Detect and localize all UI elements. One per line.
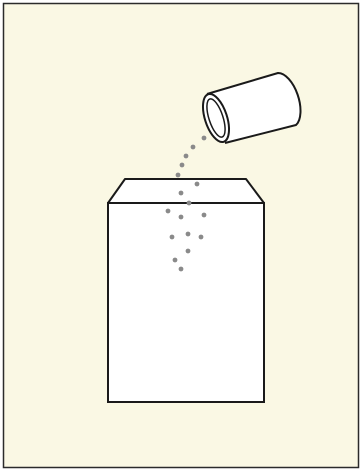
bag-opening: [108, 179, 264, 203]
powder-grain: [176, 173, 181, 178]
powder-grain: [166, 209, 171, 214]
powder-grain: [179, 267, 184, 272]
powder-grain: [187, 201, 192, 206]
powder-grain: [179, 215, 184, 220]
powder-grain: [179, 191, 184, 196]
powder-grain: [199, 235, 204, 240]
powder-grain: [184, 154, 189, 159]
powder-grain: [195, 182, 200, 187]
open-paper-bag-icon: [108, 179, 264, 402]
powder-grain: [202, 213, 207, 218]
powder-grain: [202, 136, 207, 141]
powder-grain: [191, 145, 196, 150]
powder-grain: [173, 258, 178, 263]
powder-grain: [186, 232, 191, 237]
powder-grain: [180, 163, 185, 168]
powder-grain: [186, 249, 191, 254]
powder-grain: [170, 235, 175, 240]
